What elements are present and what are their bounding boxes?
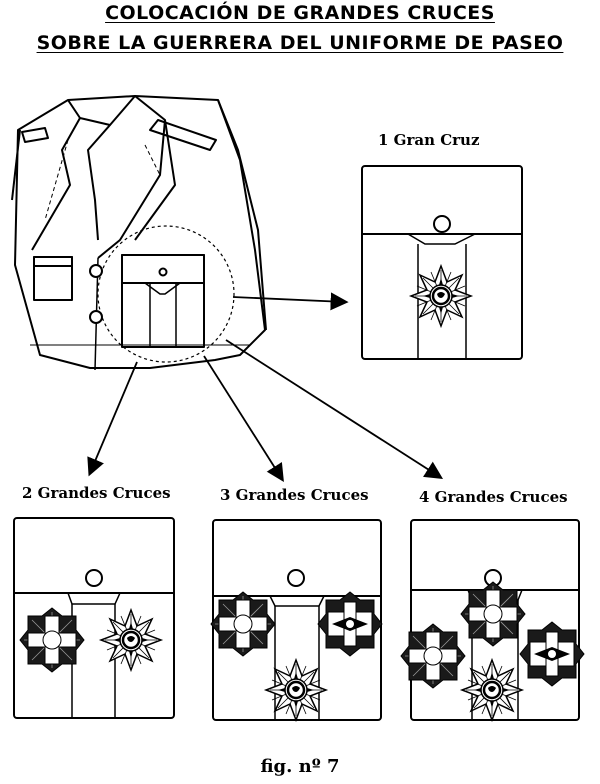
pocket-icon (13, 517, 175, 719)
pocket-2 (13, 517, 175, 719)
label-1-gran-cruz: 1 Gran Cruz (378, 131, 480, 149)
magnifier-circle (97, 225, 235, 363)
title-line-1: COLOCACIÓN DE GRANDES CRUCES (105, 2, 495, 24)
label-4-grandes-cruces: 4 Grandes Cruces (419, 488, 568, 506)
arrow-icon (87, 292, 444, 483)
label-2-grandes-cruces: 2 Grandes Cruces (22, 484, 171, 502)
pocket-4 (400, 519, 585, 722)
pocket-icon (361, 165, 523, 360)
pocket-1 (361, 165, 523, 360)
title-line-2: SOBRE LA GUERRERA DEL UNIFORME DE PASEO (36, 32, 564, 54)
jacket-icon (11, 95, 267, 371)
pocket-3 (210, 519, 383, 722)
label-3-grandes-cruces: 3 Grandes Cruces (220, 486, 369, 504)
figure-caption: fig. nº 7 (260, 756, 340, 777)
